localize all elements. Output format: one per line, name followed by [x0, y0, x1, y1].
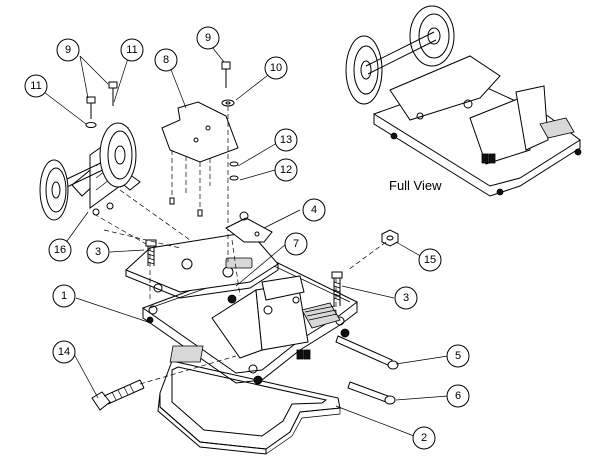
svg-text:6: 6: [455, 390, 461, 402]
callout-11-right: 11: [120, 38, 144, 62]
callout-5: 5: [446, 344, 470, 368]
svg-text:5: 5: [455, 350, 461, 362]
callout-13: 13: [274, 128, 298, 152]
wheel-assembly-exploded: [39, 81, 141, 221]
bolt-part-3-right: [331, 271, 343, 306]
bolt-part-3-left: [145, 239, 157, 266]
svg-text:9: 9: [65, 44, 71, 56]
svg-text:3: 3: [403, 292, 409, 304]
svg-text:16: 16: [54, 244, 66, 256]
full-view-illustration: [345, 5, 582, 197]
callout-9-left: 9: [56, 38, 80, 62]
clamp-part-4: [225, 211, 273, 243]
callout-7: 7: [284, 232, 308, 256]
svg-text:12: 12: [280, 164, 292, 176]
svg-text:2: 2: [421, 432, 427, 444]
base-frame-part-2: [157, 360, 341, 455]
screw-part-9: [108, 81, 118, 106]
svg-text:11: 11: [126, 44, 137, 56]
svg-text:4: 4: [311, 204, 317, 216]
callout-1: 1: [52, 284, 76, 308]
callout-6: 6: [446, 384, 470, 408]
callout-12: 12: [274, 158, 298, 182]
svg-text:7: 7: [293, 238, 299, 250]
svg-text:3: 3: [95, 246, 101, 258]
callout-14: 14: [52, 340, 76, 364]
svg-text:15: 15: [424, 254, 436, 266]
svg-text:11: 11: [30, 80, 41, 92]
washer-part-11: [85, 96, 97, 128]
callout-9-center: 9: [196, 26, 220, 50]
callout-11-left: 11: [24, 74, 48, 98]
svg-text:14: 14: [58, 346, 70, 358]
nut-part-12-13: [227, 106, 239, 262]
pin-part-5: [335, 335, 399, 370]
callout-4: 4: [302, 198, 326, 222]
mount-plate-part-8: [161, 101, 239, 217]
callout-8: 8: [154, 48, 178, 72]
callout-10: 10: [264, 56, 288, 80]
svg-text:8: 8: [163, 54, 169, 66]
bolt-part-14: [91, 379, 145, 411]
callout-2: 2: [412, 426, 436, 450]
upper-carriage-plate: [125, 231, 279, 299]
svg-text:1: 1: [61, 290, 67, 302]
screw-part-9-center: [221, 61, 235, 107]
callout-15: 15: [418, 248, 442, 272]
full-view-label: Full View: [389, 178, 442, 193]
callout-3-right: 3: [394, 286, 418, 310]
svg-text:10: 10: [270, 62, 282, 74]
assembly-guide-lines: [93, 189, 387, 385]
callout-3-left: 3: [86, 240, 110, 264]
callout-16: 16: [48, 238, 72, 262]
svg-text:9: 9: [205, 32, 211, 44]
svg-text:13: 13: [280, 134, 292, 146]
pin-part-6: [347, 381, 396, 405]
